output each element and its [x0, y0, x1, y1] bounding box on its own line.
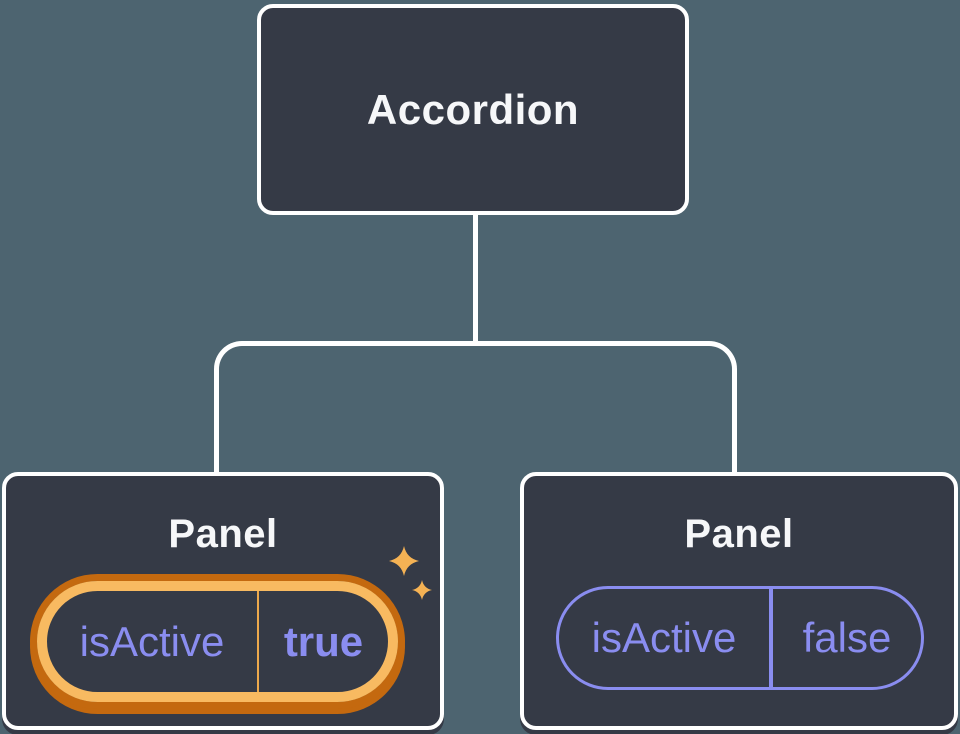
state-pill-divider [257, 591, 259, 692]
state-pill-active: isActive true [37, 581, 398, 702]
state-key: isActive [79, 617, 225, 665]
state-value: false [802, 614, 892, 661]
connector-bracket [214, 341, 737, 473]
panel-node-inactive: Panel isActive false [520, 472, 958, 730]
connector-stem [473, 215, 478, 341]
accordion-node: Accordion [257, 4, 689, 215]
state-key: isActive [591, 614, 737, 661]
panel-node-label: Panel [684, 512, 794, 556]
panel-node-active: Panel isActive true [2, 472, 444, 730]
state-pill-inactive: isActive false [556, 586, 924, 690]
accordion-node-label: Accordion [366, 85, 580, 133]
sparkles-icon [389, 546, 432, 600]
panel-node-label: Panel [168, 512, 278, 556]
state-pill-divider [769, 589, 773, 687]
state-value: true [283, 617, 364, 665]
